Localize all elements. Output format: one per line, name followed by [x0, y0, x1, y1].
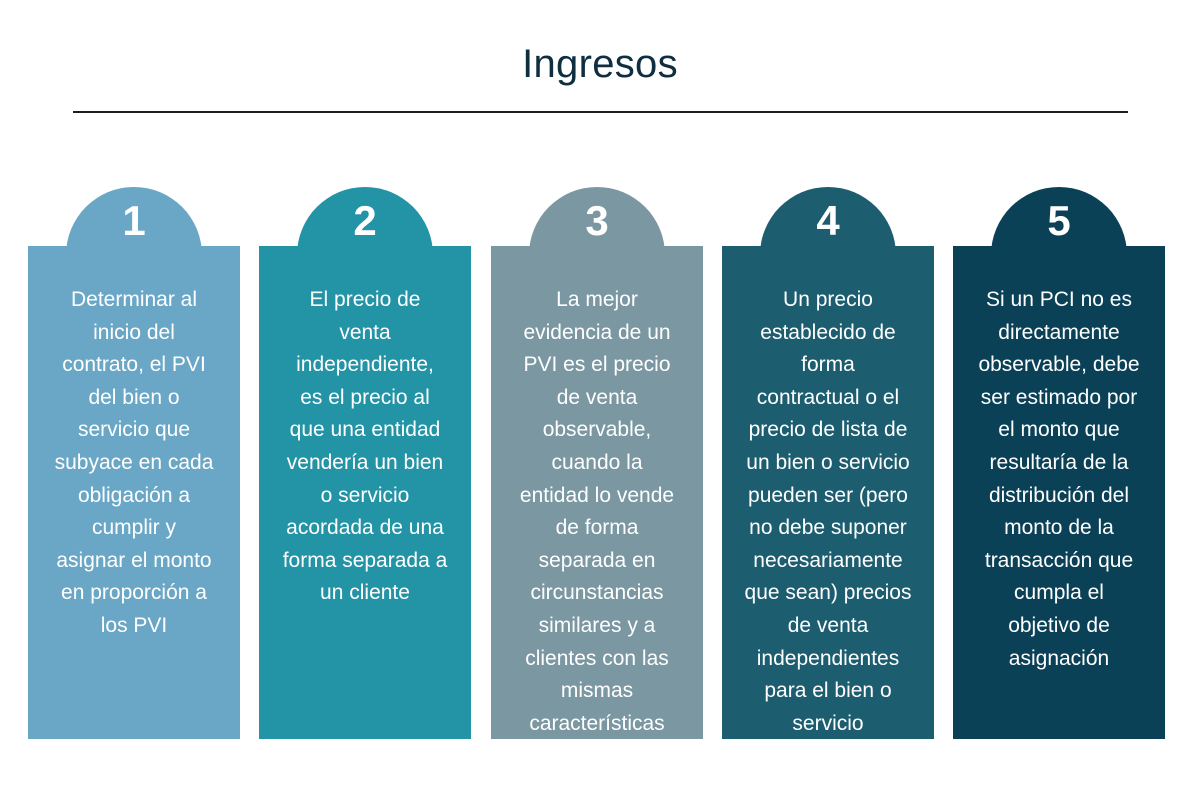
- step-description: Un precio establecido de forma contractu…: [744, 288, 912, 735]
- step-number: 2: [353, 197, 377, 244]
- step-panel: La mejor evidencia de un PVI es el preci…: [491, 246, 703, 739]
- step-panel: Si un PCI no es directamente observable,…: [953, 246, 1165, 739]
- step-card-1: Determinar al inicio del contrato, el PV…: [28, 187, 240, 739]
- step-number: 5: [1047, 197, 1071, 244]
- step-card-2: El precio de venta independiente, es el …: [259, 187, 471, 739]
- step-card-5: Si un PCI no es directamente observable,…: [953, 187, 1165, 739]
- page-title: Ingresos: [522, 42, 678, 86]
- step-description: Determinar al inicio del contrato, el PV…: [54, 288, 214, 637]
- step-panel: El precio de venta independiente, es el …: [259, 246, 471, 739]
- step-description: La mejor evidencia de un PVI es el preci…: [519, 288, 675, 735]
- step-number: 4: [816, 197, 840, 244]
- step-panel: Un precio establecido de forma contractu…: [722, 246, 934, 739]
- step-card-4: Un precio establecido de forma contractu…: [722, 187, 934, 739]
- title-divider: [73, 111, 1128, 113]
- step-number: 3: [585, 197, 609, 244]
- step-number: 1: [122, 197, 146, 244]
- step-card-3: La mejor evidencia de un PVI es el preci…: [491, 187, 703, 739]
- step-description: El precio de venta independiente, es el …: [282, 288, 448, 605]
- step-panel: Determinar al inicio del contrato, el PV…: [28, 246, 240, 739]
- step-description: Si un PCI no es directamente observable,…: [978, 288, 1140, 670]
